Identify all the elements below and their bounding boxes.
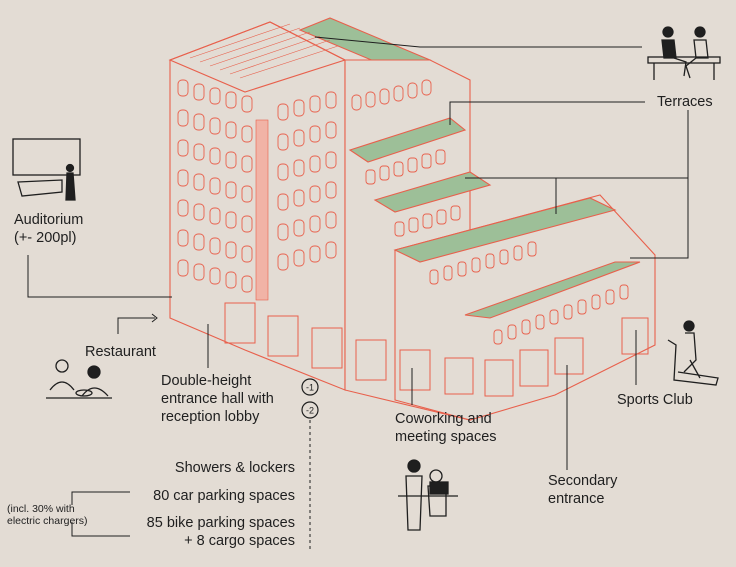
people-sitting-icon [647, 26, 721, 80]
label-secondary-entrance: Secondary entrance [548, 473, 618, 507]
low-wing-windows [429, 241, 629, 345]
rooftop-grid [189, 23, 339, 79]
label-chargers-note: (incl. 30% with electric chargers) [7, 503, 88, 527]
ground-floor-openings [224, 302, 649, 397]
label-coworking: Coworking and meeting spaces [395, 411, 497, 445]
label-terraces: Terraces [657, 94, 713, 110]
label-sports-club: Sports Club [617, 392, 693, 408]
label-entrance-hall: Double-height entrance hall with recepti… [161, 373, 274, 425]
leader-lines [27, 36, 689, 550]
label-auditorium: Auditorium (+- 200pl) [14, 212, 84, 246]
terrace-2 [373, 171, 492, 213]
level-badge-2-text: -2 [306, 406, 314, 416]
level-badge-2 [301, 401, 319, 419]
terrace-3 [393, 197, 617, 263]
label-showers: Showers & lockers [174, 460, 295, 476]
terrace-1 [348, 117, 467, 163]
mid-block-windows [351, 79, 461, 237]
tower-windows [177, 79, 337, 301]
isometric-building [168, 17, 656, 421]
level-badge-1 [301, 378, 319, 396]
label-restaurant: Restaurant [85, 344, 156, 360]
terrace-4 [464, 261, 641, 319]
treadmill-runner-icon [667, 320, 719, 386]
label-bike-parking: 85 bike parking spaces + 8 cargo spaces [146, 515, 295, 549]
diners-icon [46, 359, 112, 399]
coworkers-icon [398, 459, 458, 531]
label-car-parking: 80 car parking spaces [153, 488, 295, 504]
auditorium-screen-icon [12, 138, 81, 201]
level-badge-1-text: -1 [306, 383, 314, 393]
